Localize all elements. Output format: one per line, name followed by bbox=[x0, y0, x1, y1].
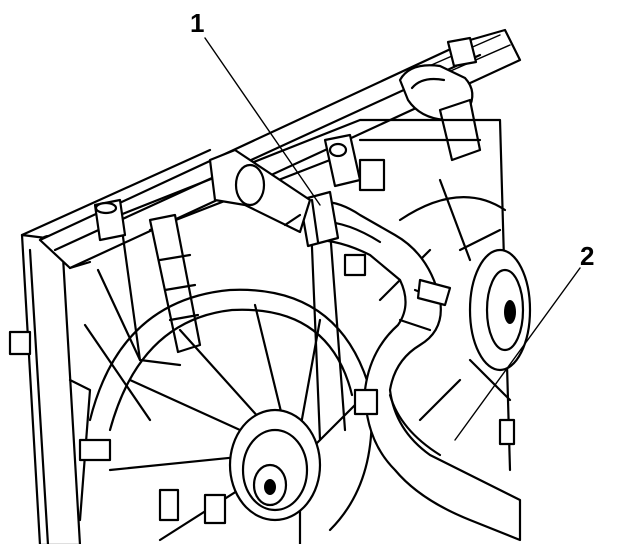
callout-2: 2 bbox=[580, 241, 594, 271]
shroud-bracket bbox=[93, 133, 362, 354]
right-cooling-fan bbox=[378, 178, 532, 422]
leader-line-1 bbox=[204, 37, 321, 206]
leader-line-2 bbox=[454, 267, 581, 441]
electrical-connectors bbox=[78, 158, 516, 525]
coolant-hose bbox=[298, 190, 522, 542]
callout-1: 1 bbox=[190, 8, 204, 38]
left-cooling-fan bbox=[88, 288, 373, 544]
leader-lines bbox=[204, 37, 581, 441]
radiator-outlet-pipe bbox=[208, 148, 312, 234]
upper-hose-fitting bbox=[398, 36, 482, 162]
